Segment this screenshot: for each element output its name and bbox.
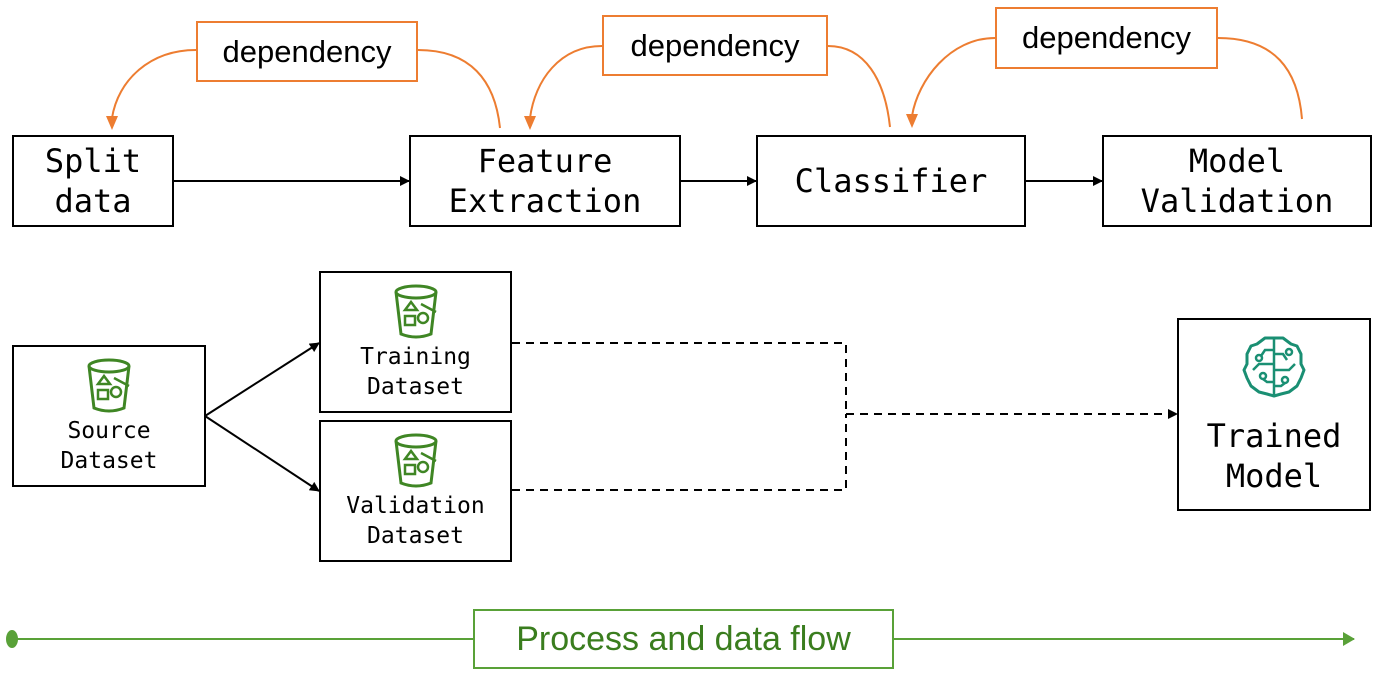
process-flow-text: Process and data flow bbox=[516, 619, 851, 658]
model-label: Model bbox=[1225, 456, 1323, 495]
dashed-training-link bbox=[512, 342, 847, 414]
process-flow-label: Process and data flow bbox=[473, 609, 894, 669]
dependency-curve-1 bbox=[417, 49, 501, 129]
dependency-text: dependency bbox=[630, 27, 800, 63]
dataset-label: Dataset bbox=[367, 523, 464, 549]
trained-model: Trained Model bbox=[1177, 318, 1371, 511]
dependency-curve-1-left bbox=[111, 49, 197, 119]
stage-feature-extraction: Feature Extraction bbox=[409, 135, 681, 227]
validation-dataset: Validation Dataset bbox=[319, 420, 512, 562]
stage-label: data bbox=[54, 182, 132, 220]
timeline-start-dot bbox=[6, 630, 18, 648]
bucket-icon bbox=[394, 284, 437, 339]
stage-label: Feature bbox=[477, 142, 613, 180]
dependency-arrowhead-1 bbox=[106, 116, 118, 130]
dependency-curve-3-left bbox=[911, 37, 996, 117]
stage-label: Classifier bbox=[794, 162, 988, 200]
dependency-curve-2 bbox=[827, 45, 891, 128]
dataset-label: Training bbox=[360, 344, 471, 370]
dependency-label-1: dependency bbox=[196, 21, 418, 82]
dependency-text: dependency bbox=[222, 33, 392, 69]
dependency-label-2: dependency bbox=[602, 15, 828, 76]
dataset-label: Source bbox=[67, 418, 151, 444]
training-dataset: Training Dataset bbox=[319, 271, 512, 413]
source-dataset: Source Dataset bbox=[12, 345, 206, 487]
dataset-label: Dataset bbox=[367, 374, 464, 400]
dependency-arrowhead-2 bbox=[524, 116, 536, 130]
dashed-validation-link bbox=[512, 414, 847, 491]
stage-classifier: Classifier bbox=[756, 135, 1026, 227]
dependency-curve-3 bbox=[1217, 37, 1303, 120]
stage-model-validation: Model Validation bbox=[1102, 135, 1372, 227]
dataset-label: Validation bbox=[346, 493, 485, 519]
model-label: Trained bbox=[1206, 416, 1342, 455]
stage-label: Validation bbox=[1140, 182, 1334, 220]
dependency-arrowhead-3 bbox=[906, 114, 918, 128]
arrow-source-to-validation bbox=[204, 415, 320, 492]
stage-label: Split bbox=[44, 142, 142, 180]
dependency-text: dependency bbox=[1022, 20, 1191, 55]
stage-label: Model bbox=[1188, 142, 1286, 180]
stage-label: Extraction bbox=[448, 182, 642, 220]
dataset-label: Dataset bbox=[60, 448, 158, 474]
bucket-icon bbox=[87, 358, 131, 413]
dependency-label-3: dependency bbox=[995, 7, 1218, 69]
brain-circuit-icon bbox=[1242, 336, 1306, 397]
stage-split-data: Split data bbox=[12, 135, 174, 227]
arrow-source-to-training bbox=[204, 342, 320, 417]
bucket-icon bbox=[394, 433, 437, 488]
dependency-curve-2-left bbox=[529, 45, 603, 119]
